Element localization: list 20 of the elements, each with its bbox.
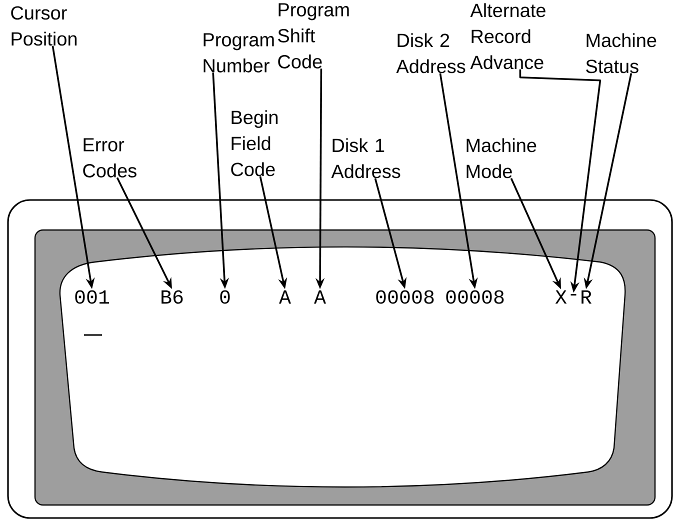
- screen-text: 0: [220, 290, 230, 304]
- screen-text: A: [314, 290, 326, 304]
- screen-text: 001: [75, 290, 110, 304]
- callout-label: Disk 1 Address: [331, 138, 400, 178]
- screen-text: A: [279, 290, 291, 304]
- callout-label: Cursor Position: [11, 6, 77, 46]
- screen-text: X: [555, 290, 567, 304]
- callout-label: Machine Mode: [466, 138, 536, 178]
- screen-text: B6: [162, 290, 183, 304]
- screen-text: -: [570, 294, 576, 296]
- screen-text: 00008: [446, 290, 504, 304]
- callout-label: Error Codes: [83, 138, 136, 178]
- callout-label: Program Shift Code: [278, 3, 349, 68]
- screen-text: R: [582, 290, 592, 304]
- callout-label: Program Number: [204, 33, 274, 72]
- callout-label: Machine Status: [586, 33, 656, 74]
- callout-label: Disk 2 Address: [396, 33, 466, 74]
- callout-label: Begin Field Code: [231, 110, 278, 176]
- callout-label: Alternate Record Advance: [470, 3, 546, 70]
- screen-text: 00008: [376, 290, 434, 304]
